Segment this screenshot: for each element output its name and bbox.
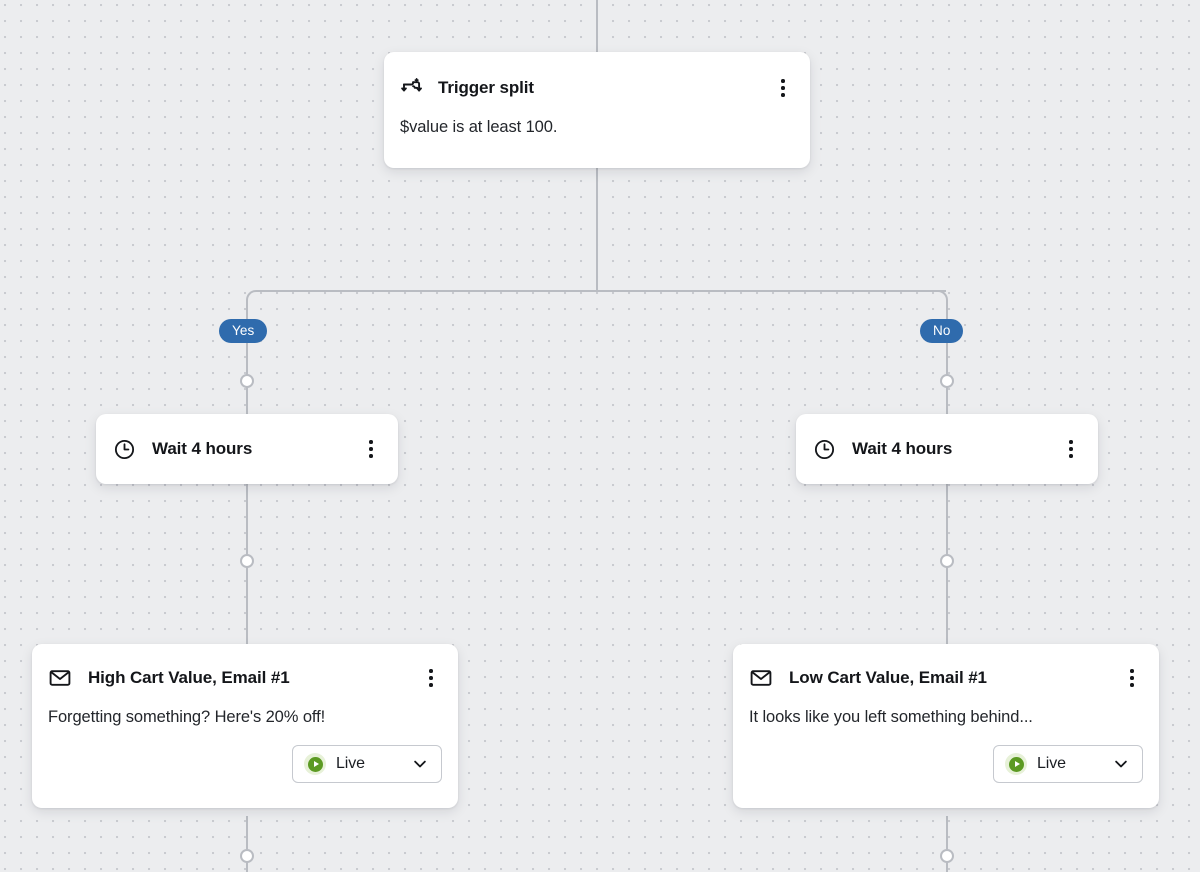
edge-no-email-out bbox=[946, 816, 948, 872]
card-body-text: It looks like you left something behind.… bbox=[749, 708, 1033, 726]
card-title: Wait 4 hours bbox=[852, 439, 953, 458]
branch-pill-yes[interactable]: Yes bbox=[219, 319, 268, 343]
card-title: High Cart Value, Email #1 bbox=[88, 668, 290, 687]
clock-icon bbox=[112, 437, 136, 461]
node-card-trigger-split[interactable]: Trigger split $value is at least 100. bbox=[384, 52, 810, 168]
connector-node-yes-mid[interactable] bbox=[240, 554, 254, 568]
status-dropdown[interactable]: Live bbox=[993, 745, 1143, 783]
card-menu-button[interactable] bbox=[1121, 665, 1143, 691]
card-menu-button[interactable] bbox=[772, 75, 794, 101]
card-body-text: Forgetting something? Here's 20% off! bbox=[48, 708, 326, 726]
play-circle-icon bbox=[304, 753, 326, 775]
chevron-down-icon bbox=[411, 755, 429, 773]
branch-pill-no[interactable]: No bbox=[920, 319, 964, 343]
card-header: Low Cart Value, Email #1 bbox=[733, 644, 1159, 712]
trigger-split-icon bbox=[400, 76, 424, 100]
edge-trigger-incoming bbox=[596, 0, 598, 52]
connector-node-yes-top[interactable] bbox=[240, 374, 254, 388]
clock-icon bbox=[812, 437, 836, 461]
node-card-email-high-cart-value[interactable]: High Cart Value, Email #1 Forgetting som… bbox=[32, 644, 458, 808]
node-card-email-low-cart-value[interactable]: Low Cart Value, Email #1 It looks like y… bbox=[733, 644, 1159, 808]
edge-yes-email-out bbox=[246, 816, 248, 872]
edge-trigger-outgoing bbox=[596, 168, 598, 292]
status-row: Live bbox=[733, 745, 1159, 783]
connector-node-no-bottom[interactable] bbox=[940, 849, 954, 863]
status-dropdown[interactable]: Live bbox=[292, 745, 442, 783]
card-title: Trigger split bbox=[438, 78, 534, 97]
card-menu-button[interactable] bbox=[1060, 436, 1082, 462]
status-row: Live bbox=[32, 745, 458, 783]
connector-node-yes-bottom[interactable] bbox=[240, 849, 254, 863]
node-card-wait-yes[interactable]: Wait 4 hours bbox=[96, 414, 398, 484]
card-menu-button[interactable] bbox=[420, 665, 442, 691]
status-label: Live bbox=[336, 755, 365, 772]
card-header: Wait 4 hours bbox=[96, 414, 398, 484]
card-menu-button[interactable] bbox=[360, 436, 382, 462]
edge-branch-bus bbox=[256, 290, 946, 292]
card-title: Low Cart Value, Email #1 bbox=[789, 668, 987, 687]
edge-yes-to-wait bbox=[246, 300, 248, 414]
play-circle-icon bbox=[1005, 753, 1027, 775]
edge-no-to-wait bbox=[946, 300, 948, 414]
connector-node-no-top[interactable] bbox=[940, 374, 954, 388]
card-title: Wait 4 hours bbox=[152, 439, 253, 458]
envelope-icon bbox=[48, 666, 72, 690]
card-header: High Cart Value, Email #1 bbox=[32, 644, 458, 712]
card-header: Wait 4 hours bbox=[796, 414, 1098, 484]
envelope-icon bbox=[749, 666, 773, 690]
card-header: Trigger split bbox=[384, 52, 810, 124]
node-card-wait-no[interactable]: Wait 4 hours bbox=[796, 414, 1098, 484]
status-label: Live bbox=[1037, 755, 1066, 772]
connector-node-no-mid[interactable] bbox=[940, 554, 954, 568]
card-body-text: $value is at least 100. bbox=[400, 118, 558, 136]
chevron-down-icon bbox=[1112, 755, 1130, 773]
